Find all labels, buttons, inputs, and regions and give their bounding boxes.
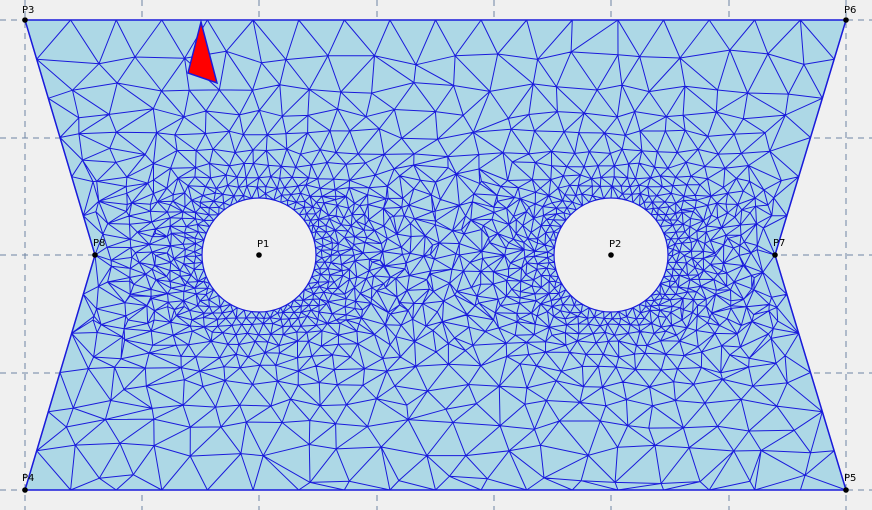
label-p2: P2 xyxy=(609,239,621,250)
label-p4: P4 xyxy=(22,473,34,484)
point-p5[interactable] xyxy=(843,487,849,493)
point-p4[interactable] xyxy=(22,487,28,493)
label-p7: P7 xyxy=(773,238,785,249)
point-p7[interactable] xyxy=(772,252,778,258)
point-labels: P1 P2 P3 P4 P5 P6 P7 P8 xyxy=(22,5,856,484)
label-p5: P5 xyxy=(844,473,856,484)
label-p8: P8 xyxy=(93,238,105,249)
label-p1: P1 xyxy=(257,239,269,250)
point-markers xyxy=(22,17,849,493)
point-p3[interactable] xyxy=(22,17,28,23)
label-p6: P6 xyxy=(844,5,856,16)
selected-element[interactable] xyxy=(187,19,219,85)
label-p3: P3 xyxy=(22,5,34,16)
point-p6[interactable] xyxy=(843,17,849,23)
point-p1[interactable] xyxy=(256,252,262,258)
point-p8[interactable] xyxy=(92,252,98,258)
point-p2[interactable] xyxy=(608,252,614,258)
